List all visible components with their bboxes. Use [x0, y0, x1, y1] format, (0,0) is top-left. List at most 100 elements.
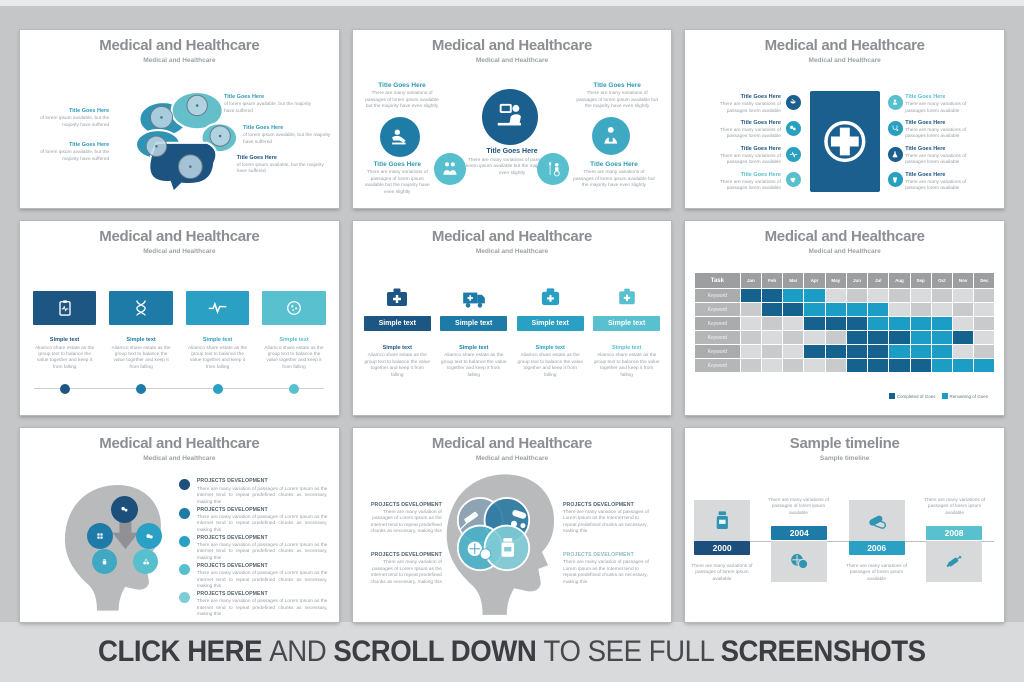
- project-item-5: PROJECTS DEVELOPMENT There are many varia…: [197, 591, 328, 619]
- remaining-swatch-icon: [941, 392, 948, 399]
- step-box-2: [109, 290, 173, 325]
- item-body: There are many variation of passages of …: [370, 509, 442, 535]
- gantt-cell-empty: [762, 331, 783, 345]
- gantt-cell-empty: [825, 359, 846, 373]
- label-title: Title Goes Here: [68, 108, 110, 115]
- gantt-month-jul: Jul: [868, 273, 889, 289]
- gantt-cell-completed: [804, 317, 825, 331]
- slide-subtitle: Medical and Healthcare: [808, 248, 881, 255]
- slide-subtitle: Medical and Healthcare: [143, 57, 216, 64]
- year-label: 2008: [944, 527, 964, 538]
- slide-title: Medical and Healthcare: [99, 435, 260, 452]
- timeline-dot-1: [59, 383, 70, 394]
- bar-label: Simple text: [531, 320, 569, 328]
- item-body: There are many variations of passages lo…: [905, 179, 967, 192]
- item-body: There are many variations of passages lo…: [719, 128, 781, 140]
- item-heading: PROJECTS DEVELOPMENT: [196, 506, 268, 513]
- slide-subtitle: Medical and Healthcare: [143, 248, 216, 255]
- gantt-cell-empty: [952, 289, 974, 303]
- cross-circle-icon: [824, 120, 866, 162]
- slide-thumbnail-gantt[interactable]: Medical and Healthcare Medical and Healt…: [685, 221, 1004, 415]
- gantt-cell-completed: [804, 345, 825, 359]
- gantt-cell-empty: [825, 289, 846, 303]
- milestone-box-2006: [848, 499, 905, 541]
- timeline-dot-3: [212, 383, 223, 394]
- syringe-icon: [946, 555, 962, 568]
- slide-thumbnail-medical-icons[interactable]: Medical and Healthcare Medical and Healt…: [352, 30, 672, 208]
- gantt-cell-completed: [762, 303, 783, 317]
- cta-banner-text[interactable]: CLICK HERE AND SCROLL DOWN TO SEE FULL S…: [98, 635, 926, 669]
- slide-thumbnail-head-venn[interactable]: Medical and Healthcare Medical and Healt…: [352, 428, 672, 622]
- step-box-1: [32, 290, 97, 325]
- gantt-month-aug: Aug: [889, 273, 910, 289]
- item-body: There are many variations of passages of…: [576, 91, 658, 109]
- gantt-legend: Completed of Goes Remaining of Goes: [888, 392, 989, 399]
- slide-title: Medical and Healthcare: [431, 435, 593, 452]
- icons5-item-center: Title Goes Here There are many variation…: [464, 147, 560, 177]
- syringe-icon: [460, 511, 479, 530]
- ambulance-icon: [440, 285, 507, 316]
- cta-scroll-down[interactable]: SCROLL DOWN: [333, 635, 544, 668]
- top-strip: [0, 0, 1024, 6]
- pulse-icon: [208, 302, 227, 315]
- slide-subtitle: Sample timeline: [819, 455, 870, 462]
- gantt-cell-remaining: [846, 303, 868, 317]
- label-title: Title Goes Here: [243, 125, 284, 132]
- gantt-cell-empty: [740, 331, 762, 345]
- item-body: There are many variations of passages lo…: [719, 102, 781, 114]
- item-body: Aliamco share estate as the group text t…: [187, 345, 248, 370]
- slide-thumbnail-head-list[interactable]: Medical and Healthcare Medical and Healt…: [20, 428, 339, 622]
- dna-icon: [136, 300, 146, 316]
- list-bullet: [179, 507, 191, 519]
- item-heading: PROJECTS DEVELOPMENT: [196, 590, 268, 597]
- gantt-cell-empty: [868, 289, 889, 303]
- mortar-pestle-icon: [785, 94, 801, 110]
- medical-bag-icon: [517, 285, 584, 313]
- stethoscope-icon: [887, 120, 903, 136]
- bottle-circle-icon: [91, 549, 117, 575]
- medical-case-icon: [593, 285, 660, 312]
- year-bar-2006: 2006: [848, 540, 905, 555]
- legend-completed: Completed of Goes: [888, 392, 936, 399]
- gantt-cell-remaining: [889, 317, 910, 331]
- slide-title: Medical and Healthcare: [431, 37, 593, 54]
- slide-title: Medical and Healthcare: [431, 228, 593, 245]
- capsule-grid-icon: [86, 523, 113, 550]
- slide-thumbnail-brain[interactable]: Medical and Healthcare Medical and Healt…: [20, 30, 339, 208]
- item-title: Title Goes Here: [740, 94, 781, 101]
- gantt-cell-completed: [783, 303, 804, 317]
- item-body: There are many variations of passages of…: [364, 170, 430, 195]
- slide-thumbnail-timeline[interactable]: Sample timeline Sample timeline 2000 The…: [685, 428, 1004, 622]
- item-title: Title Goes Here: [740, 171, 781, 178]
- medicine-bottle-icon: [716, 511, 728, 529]
- slide-thumbnail-kits[interactable]: Medical and Healthcare Medical and Healt…: [352, 221, 672, 415]
- cta-click-here[interactable]: CLICK HERE: [98, 635, 270, 668]
- slide-title: Medical and Healthcare: [764, 228, 925, 245]
- gantt-month-sep: Sep: [910, 273, 931, 289]
- cta-and: AND: [269, 635, 334, 668]
- item-heading: Simple text: [382, 345, 412, 352]
- cta-banner[interactable]: CLICK HERE AND SCROLL DOWN TO SEE FULL S…: [0, 622, 1024, 682]
- legend-remaining-label: Remaining of Goes: [949, 393, 989, 399]
- clipboard-icon: [58, 300, 71, 316]
- gantt-month-apr: Apr: [804, 273, 825, 289]
- item-body: There are many variation of passages of …: [196, 599, 328, 618]
- gantt-month-mar: Mar: [783, 273, 804, 289]
- gantt-cell-completed: [846, 331, 868, 345]
- gantt-cell-empty: [740, 359, 762, 373]
- gantt-cell-remaining: [910, 317, 931, 331]
- slide-thumbnail-cross-list[interactable]: Medical and Healthcare Medical and Healt…: [685, 30, 1004, 208]
- gantt-cell-empty: [762, 359, 783, 373]
- item-title: Title Goes Here: [905, 94, 946, 101]
- item-body: There are many variation of passages of …: [196, 486, 328, 505]
- label-title: Title Goes Here: [223, 94, 265, 101]
- slide-thumbnail-steps[interactable]: Medical and Healthcare Medical and Healt…: [20, 221, 339, 415]
